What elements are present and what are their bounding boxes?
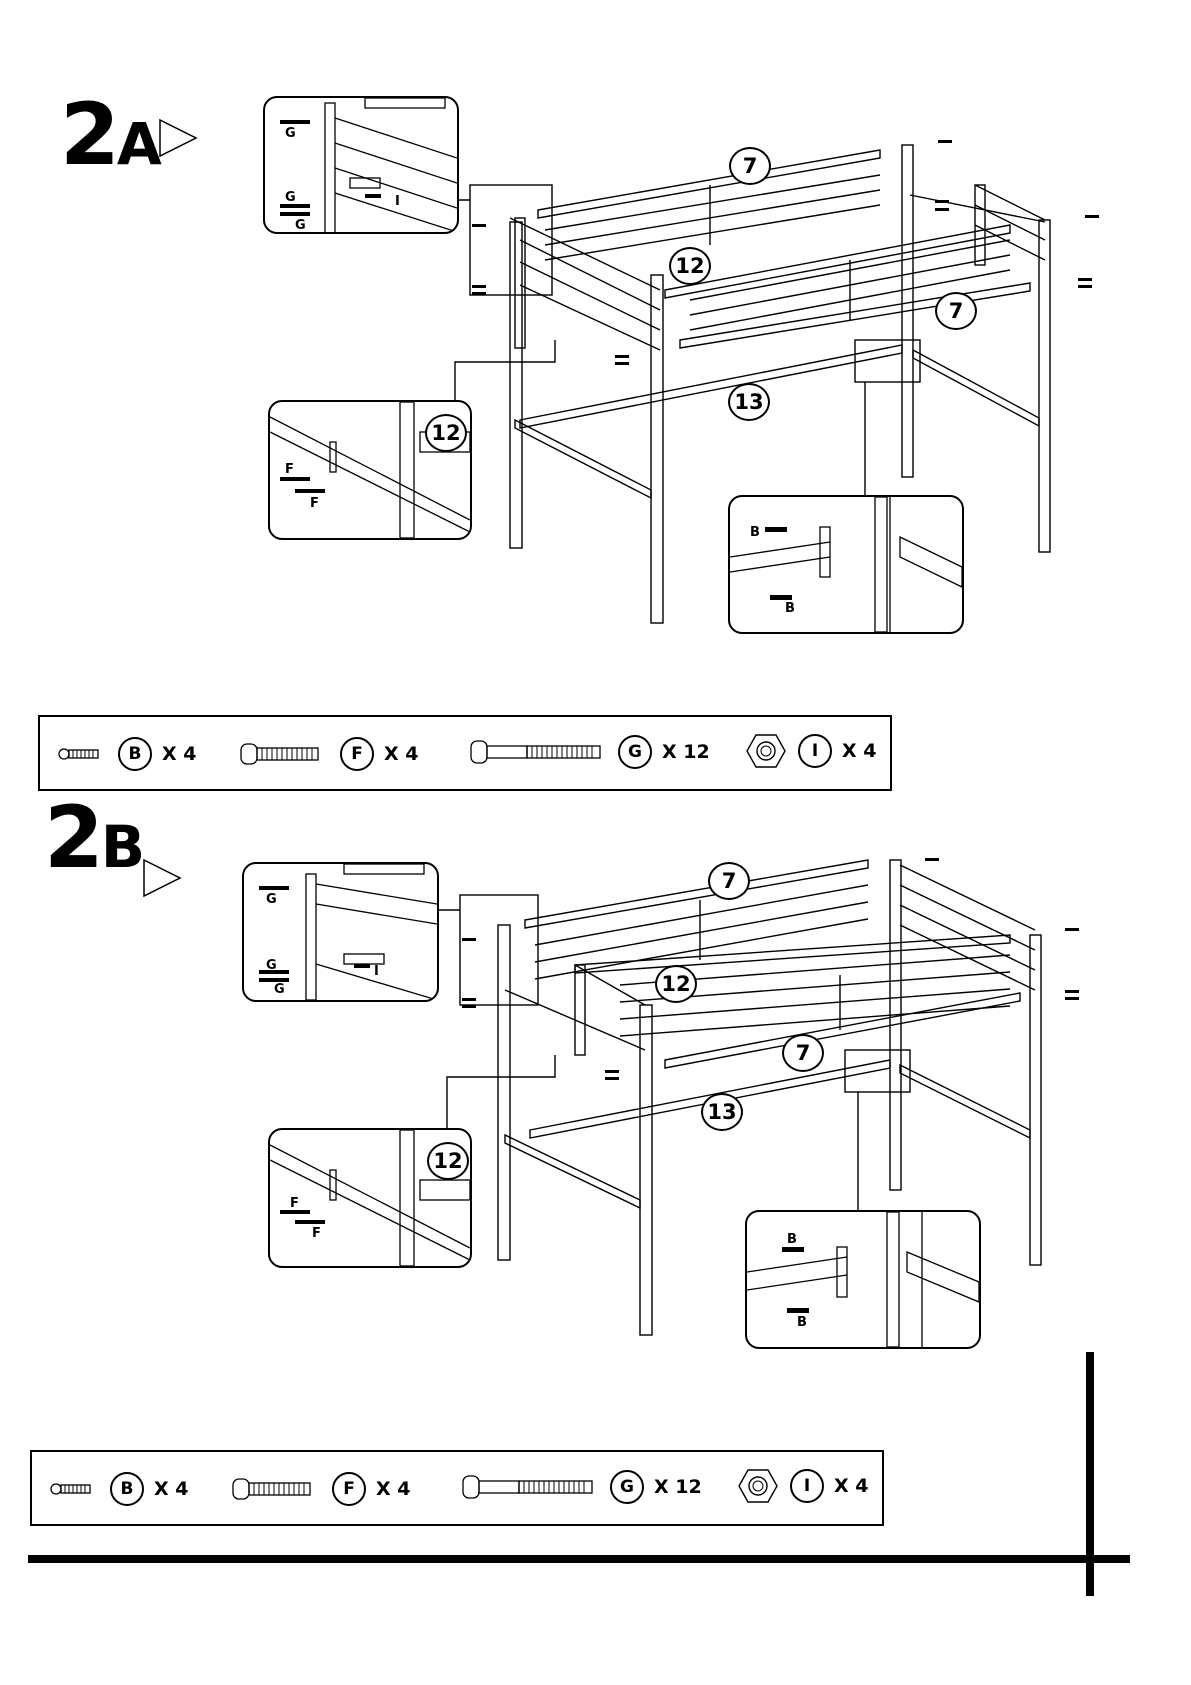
callout-rail-7-front: 7 <box>782 1034 824 1072</box>
part-g: G X 12 <box>462 1470 702 1504</box>
part-b: B X 4 <box>50 1472 188 1506</box>
part-i: I X 4 <box>738 1467 868 1505</box>
hw-label-i: I <box>374 964 379 979</box>
part-letter: F <box>332 1472 366 1506</box>
inset-detail-rail-12: 12 F F <box>268 400 472 540</box>
hw-label-g: G <box>266 892 277 907</box>
part-qty: X 12 <box>662 741 710 763</box>
part-qty: X 4 <box>842 740 876 762</box>
bolt-long-icon <box>470 739 602 765</box>
inset-detail-bracket: B B <box>745 1210 981 1349</box>
callout-rail-12: 12 <box>655 965 697 1003</box>
hw-label-i: I <box>395 194 400 209</box>
part-qty: X 12 <box>654 1476 702 1498</box>
bolt-long-icon <box>462 1474 594 1500</box>
hw-label-f: F <box>310 496 319 511</box>
hw-label-b: B <box>787 1232 797 1247</box>
part-letter: F <box>340 737 374 771</box>
hw-label-g: G <box>266 958 277 973</box>
hw-label-g: G <box>274 982 285 997</box>
part-g: G X 12 <box>470 735 710 769</box>
callout-rail-12: 12 <box>427 1142 469 1180</box>
callout-rail-13: 13 <box>701 1093 743 1131</box>
hw-label-f: F <box>285 462 294 477</box>
inset-detail-corner-top: G G G I <box>263 96 459 234</box>
callout-rail-7: 7 <box>708 862 750 900</box>
hw-label-b: B <box>750 525 760 540</box>
hw-label-f: F <box>312 1226 321 1241</box>
corner-joint-diagram <box>244 864 437 1000</box>
callout-rail-13: 13 <box>728 383 770 421</box>
hw-label-g: G <box>285 126 296 141</box>
hw-label-b: B <box>785 601 795 616</box>
inset-detail-rail-12: 12 F F <box>268 1128 472 1268</box>
inset-detail-bracket: B B <box>728 495 964 634</box>
part-i: I X 4 <box>746 732 876 770</box>
part-letter: B <box>118 737 152 771</box>
hex-nut-icon <box>746 732 786 770</box>
part-f: F X 4 <box>232 1472 410 1506</box>
hex-nut-icon <box>738 1467 778 1505</box>
part-qty: X 4 <box>154 1478 188 1500</box>
part-f: F X 4 <box>240 737 418 771</box>
part-b: B X 4 <box>58 737 196 771</box>
callout-rail-12: 12 <box>425 414 467 452</box>
parts-list-2a: B X 4 F X 4 G X 12 I X 4 <box>38 715 892 791</box>
hw-label-f: F <box>290 1196 299 1211</box>
part-qty: X 4 <box>834 1475 868 1497</box>
part-qty: X 4 <box>384 743 418 765</box>
part-letter: B <box>110 1472 144 1506</box>
part-letter: G <box>610 1470 644 1504</box>
part-letter: I <box>798 734 832 768</box>
bolt-short-icon <box>58 747 100 761</box>
bolt-medium-icon <box>240 742 320 766</box>
bracket-joint-diagram <box>730 497 962 632</box>
callout-rail-7-front: 7 <box>935 292 977 330</box>
callout-rail-12: 12 <box>669 247 711 285</box>
hw-label-g: G <box>295 218 306 233</box>
part-letter: G <box>618 735 652 769</box>
inset-detail-corner-top: G G G I <box>242 862 439 1002</box>
hw-label-b: B <box>797 1315 807 1330</box>
part-letter: I <box>790 1469 824 1503</box>
bolt-short-icon <box>50 1482 92 1496</box>
part-qty: X 4 <box>376 1478 410 1500</box>
bracket-joint-diagram <box>747 1212 979 1347</box>
part-qty: X 4 <box>162 743 196 765</box>
hw-label-g: G <box>285 190 296 205</box>
corner-joint-diagram <box>265 98 457 232</box>
parts-list-2b: B X 4 F X 4 G X 12 I X 4 <box>30 1450 884 1526</box>
bolt-medium-icon <box>232 1477 312 1501</box>
callout-rail-7: 7 <box>729 147 771 185</box>
